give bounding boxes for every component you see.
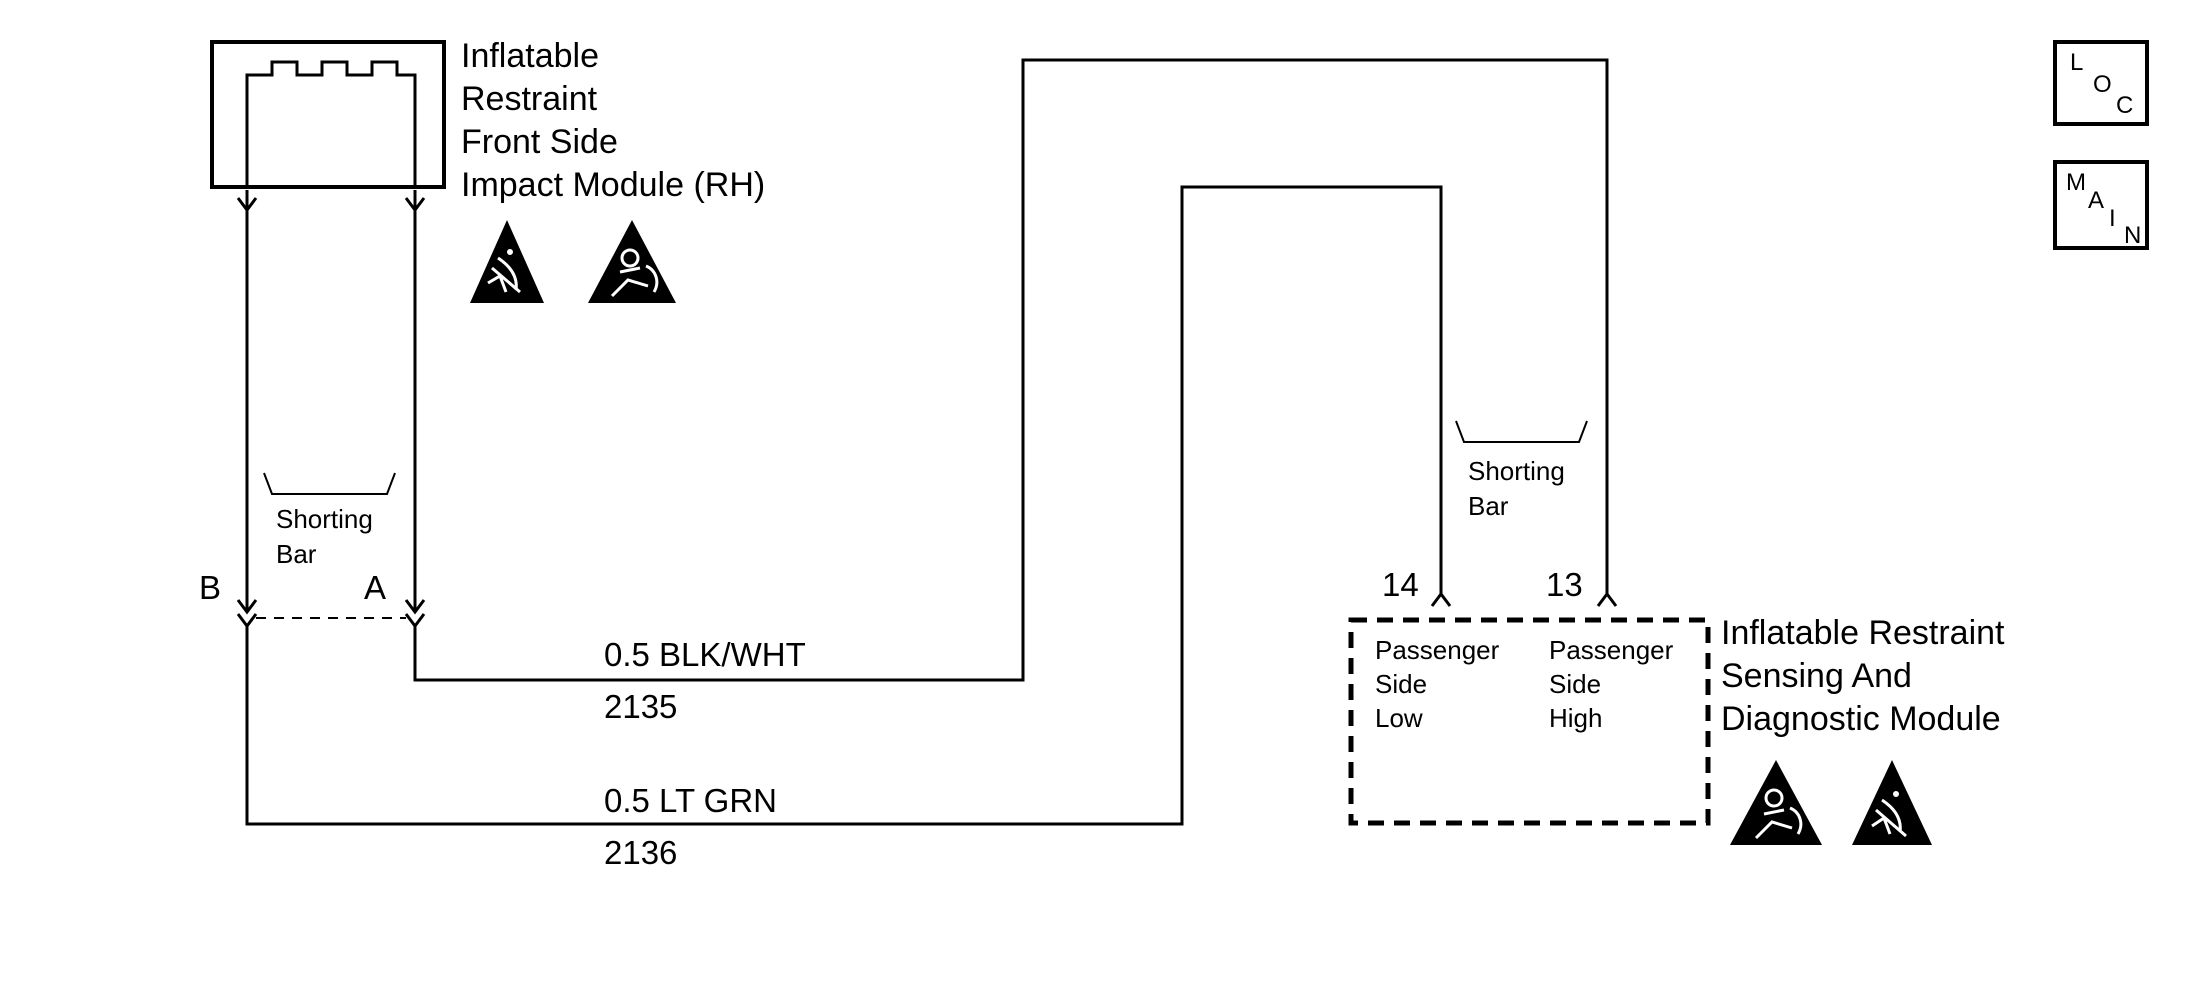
main-letter-a: A (2088, 187, 2104, 214)
wire-2136: 0.5 LT GRN 2136 (245, 185, 1443, 871)
shorting-bar-left-symbol (263, 472, 396, 495)
pin-14-number: 14 (1382, 566, 1419, 603)
loc-letter-o: O (2093, 71, 2112, 98)
main-letter-i: I (2109, 205, 2116, 232)
impact-module-rh: Inflatable Restraint Front Side Impact M… (210, 37, 765, 303)
sensing-diagnostic-module: 14 13 Passenger Side Low Passenger Side … (1348, 566, 2005, 845)
sdm-label-line-2: Sensing And (1721, 657, 1912, 695)
wire-2135: 0.5 BLK/WHT 2135 (413, 58, 1609, 725)
pin-13-number: 13 (1546, 566, 1583, 603)
pin-a-arrow-1 (404, 599, 426, 615)
wire-2135-spec: 0.5 BLK/WHT (604, 636, 806, 673)
pin-14-desc-line-3: Low (1375, 703, 1423, 733)
wire-2135-circuit: 2135 (604, 688, 677, 725)
wire-2136-path (245, 185, 1443, 826)
pin-13-terminal (1596, 591, 1618, 607)
pin-a-arrow-2 (404, 613, 426, 629)
pin-13-desc-line-2: Side (1549, 669, 1601, 699)
pin-b-arrow-1 (236, 599, 258, 615)
sdm-label-line-1: Inflatable Restraint (1721, 614, 2005, 652)
pin-a-label: A (364, 569, 386, 606)
airbag-warning-icon (588, 220, 676, 303)
shorting-bar-right-label-1: Shorting (1468, 456, 1565, 486)
main-letter-n: N (2124, 222, 2141, 249)
shorting-bar-right-label-2: Bar (1468, 491, 1509, 521)
impact-module-label-line-1: Inflatable (461, 37, 599, 75)
esd-warning-icon (1852, 760, 1932, 845)
pin-13-desc-line-1: Passenger (1549, 635, 1674, 665)
shorting-bar-left-label-2: Bar (276, 539, 317, 569)
shorting-bar-right: Shorting Bar (1455, 420, 1588, 521)
esd-warning-icon (470, 220, 544, 303)
main-button[interactable]: M A I N (2053, 160, 2149, 250)
impact-module-label-line-3: Front Side (461, 123, 618, 161)
shorting-bar-left: Shorting Bar (263, 472, 396, 569)
pin-b-label: B (199, 569, 221, 606)
loc-letter-l: L (2070, 49, 2083, 76)
wire-2135-path (413, 58, 1609, 682)
pin-14-desc-line-2: Side (1375, 669, 1427, 699)
impact-module-connector-body (245, 60, 417, 187)
pin-13-desc-line-3: High (1549, 703, 1602, 733)
impact-module-label-line-2: Restraint (461, 80, 598, 118)
sdm-dashed-outline (1348, 617, 1711, 826)
impact-module-box (210, 40, 446, 189)
airbag-warning-icon (1730, 760, 1822, 845)
sdm-label-line-3: Diagnostic Module (1721, 700, 2001, 738)
main-letter-m: M (2066, 169, 2086, 196)
pin-14-desc-line-1: Passenger (1375, 635, 1500, 665)
shorting-bar-right-symbol (1455, 420, 1588, 443)
wire-2136-spec: 0.5 LT GRN (604, 782, 777, 819)
loc-button[interactable]: L O C (2053, 40, 2149, 126)
main-button-frame[interactable] (2053, 160, 2149, 250)
impact-module-terminals (236, 190, 426, 612)
shorting-bar-left-label-1: Shorting (276, 504, 373, 534)
wire-2136-circuit: 2136 (604, 834, 677, 871)
pin-b-arrow-2 (236, 613, 258, 629)
loc-button-frame[interactable] (2053, 40, 2149, 126)
loc-letter-c: C (2116, 92, 2133, 119)
inline-connector: B A (199, 569, 426, 629)
impact-module-label-line-4: Impact Module (RH) (461, 166, 765, 204)
pin-14-terminal (1430, 591, 1452, 607)
